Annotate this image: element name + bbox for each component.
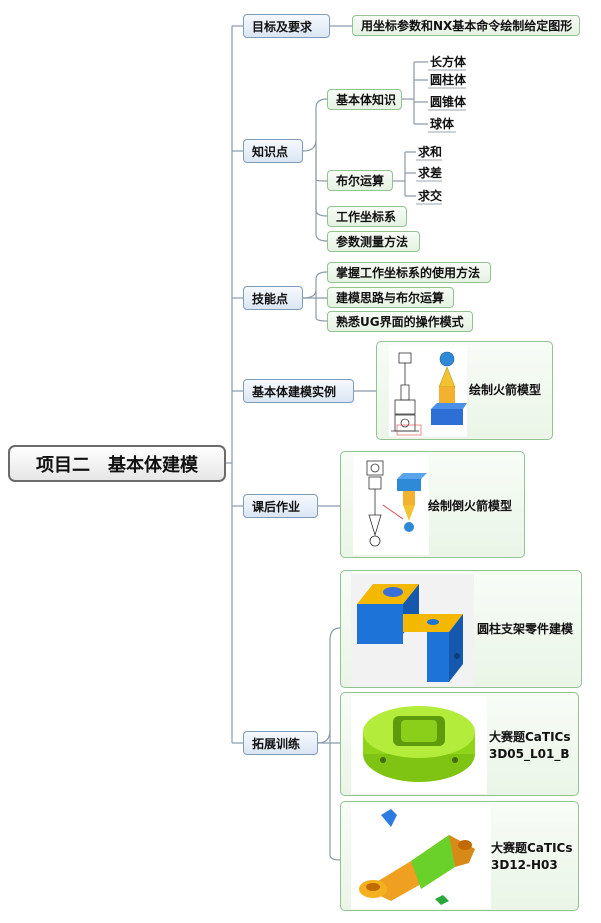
topic-goal[interactable]: 目标及要求 <box>243 14 330 38</box>
card-bracket-caption: 圆柱支架零件建模 <box>477 622 574 636</box>
leaf-cone-label: 圆锥体 <box>430 94 467 109</box>
subtopic-wcs[interactable]: 工作坐标系 <box>327 206 407 227</box>
leaf-cylinder[interactable]: 圆柱体 <box>430 70 466 88</box>
leaf-cuboid-label: 长方体 <box>430 54 467 69</box>
subtopic-wcs-label: 工作坐标系 <box>336 210 397 224</box>
subtopic-goal-detail[interactable]: 用坐标参数和NX基本命令绘制给定图形 <box>352 15 580 36</box>
subtopic-solids[interactable]: 基本体知识 <box>327 89 402 110</box>
card-catics-2[interactable]: 大赛题CaTICs 3D12-H03 <box>340 801 579 911</box>
topic-skills[interactable]: 技能点 <box>243 286 303 310</box>
topic-homework[interactable]: 课后作业 <box>243 494 318 518</box>
catics-1-part-image <box>351 696 487 794</box>
topic-homework-label: 课后作业 <box>252 499 301 514</box>
inverted-rocket-image <box>353 455 429 555</box>
subtopic-goal-detail-label: 用坐标参数和NX基本命令绘制给定图形 <box>361 19 573 33</box>
catics-2-part-image <box>351 805 491 909</box>
card-inverted-rocket[interactable]: 绘制倒火箭模型 <box>340 451 525 558</box>
topic-extension-label: 拓展训练 <box>252 736 301 751</box>
leaf-intersect-label: 求交 <box>418 188 443 203</box>
topic-example-label: 基本体建模实例 <box>252 384 337 399</box>
card-inverted-rocket-caption: 绘制倒火箭模型 <box>428 499 513 513</box>
topic-knowledge-label: 知识点 <box>252 144 289 159</box>
subtopic-skill-boolean[interactable]: 建模思路与布尔运算 <box>327 287 454 308</box>
card-catics-1[interactable]: 大赛题CaTICs 3D05_L01_B <box>340 692 579 796</box>
subtopic-skill-ui[interactable]: 熟悉UG界面的操作模式 <box>327 311 473 332</box>
subtopic-solids-label: 基本体知识 <box>336 93 397 107</box>
topic-knowledge[interactable]: 知识点 <box>243 139 303 163</box>
topic-goal-label: 目标及要求 <box>252 19 313 34</box>
subtopic-skill-wcs-label: 掌握工作坐标系的使用方法 <box>336 266 481 280</box>
subtopic-boolean[interactable]: 布尔运算 <box>327 170 393 191</box>
root-topic[interactable]: 项目二 基本体建模 <box>8 445 226 482</box>
leaf-intersect[interactable]: 求交 <box>418 186 442 204</box>
subtopic-measure-label: 参数测量方法 <box>336 235 409 249</box>
topic-example[interactable]: 基本体建模实例 <box>243 379 354 403</box>
leaf-cylinder-label: 圆柱体 <box>430 72 467 87</box>
subtopic-measure[interactable]: 参数测量方法 <box>327 231 420 252</box>
subtopic-skill-wcs[interactable]: 掌握工作坐标系的使用方法 <box>327 262 491 283</box>
subtopic-boolean-label: 布尔运算 <box>336 174 385 188</box>
subtopic-skill-ui-label: 熟悉UG界面的操作模式 <box>336 315 464 329</box>
root-title: 项目二 基本体建模 <box>36 454 198 476</box>
topic-extension[interactable]: 拓展训练 <box>243 731 318 755</box>
leaf-sphere-label: 球体 <box>430 116 455 131</box>
leaf-cuboid[interactable]: 长方体 <box>430 52 466 70</box>
leaf-subtract-label: 求差 <box>418 165 443 180</box>
bracket-part-image <box>351 574 474 686</box>
card-catics-2-caption: 大赛题CaTICs 3D12-H03 <box>491 841 573 872</box>
leaf-union-label: 求和 <box>418 144 443 159</box>
topic-skills-label: 技能点 <box>252 291 289 306</box>
rocket-drawing-image <box>389 345 467 437</box>
leaf-subtract[interactable]: 求差 <box>418 163 442 181</box>
card-rocket-caption: 绘制火箭模型 <box>469 383 542 397</box>
card-rocket[interactable]: 绘制火箭模型 <box>376 341 553 440</box>
card-bracket[interactable]: 圆柱支架零件建模 <box>340 570 582 688</box>
leaf-union[interactable]: 求和 <box>418 142 442 160</box>
card-catics-1-caption: 大赛题CaTICs 3D05_L01_B <box>489 730 571 761</box>
leaf-cone[interactable]: 圆锥体 <box>430 92 466 110</box>
subtopic-skill-boolean-label: 建模思路与布尔运算 <box>336 291 445 305</box>
leaf-sphere[interactable]: 球体 <box>430 114 454 132</box>
